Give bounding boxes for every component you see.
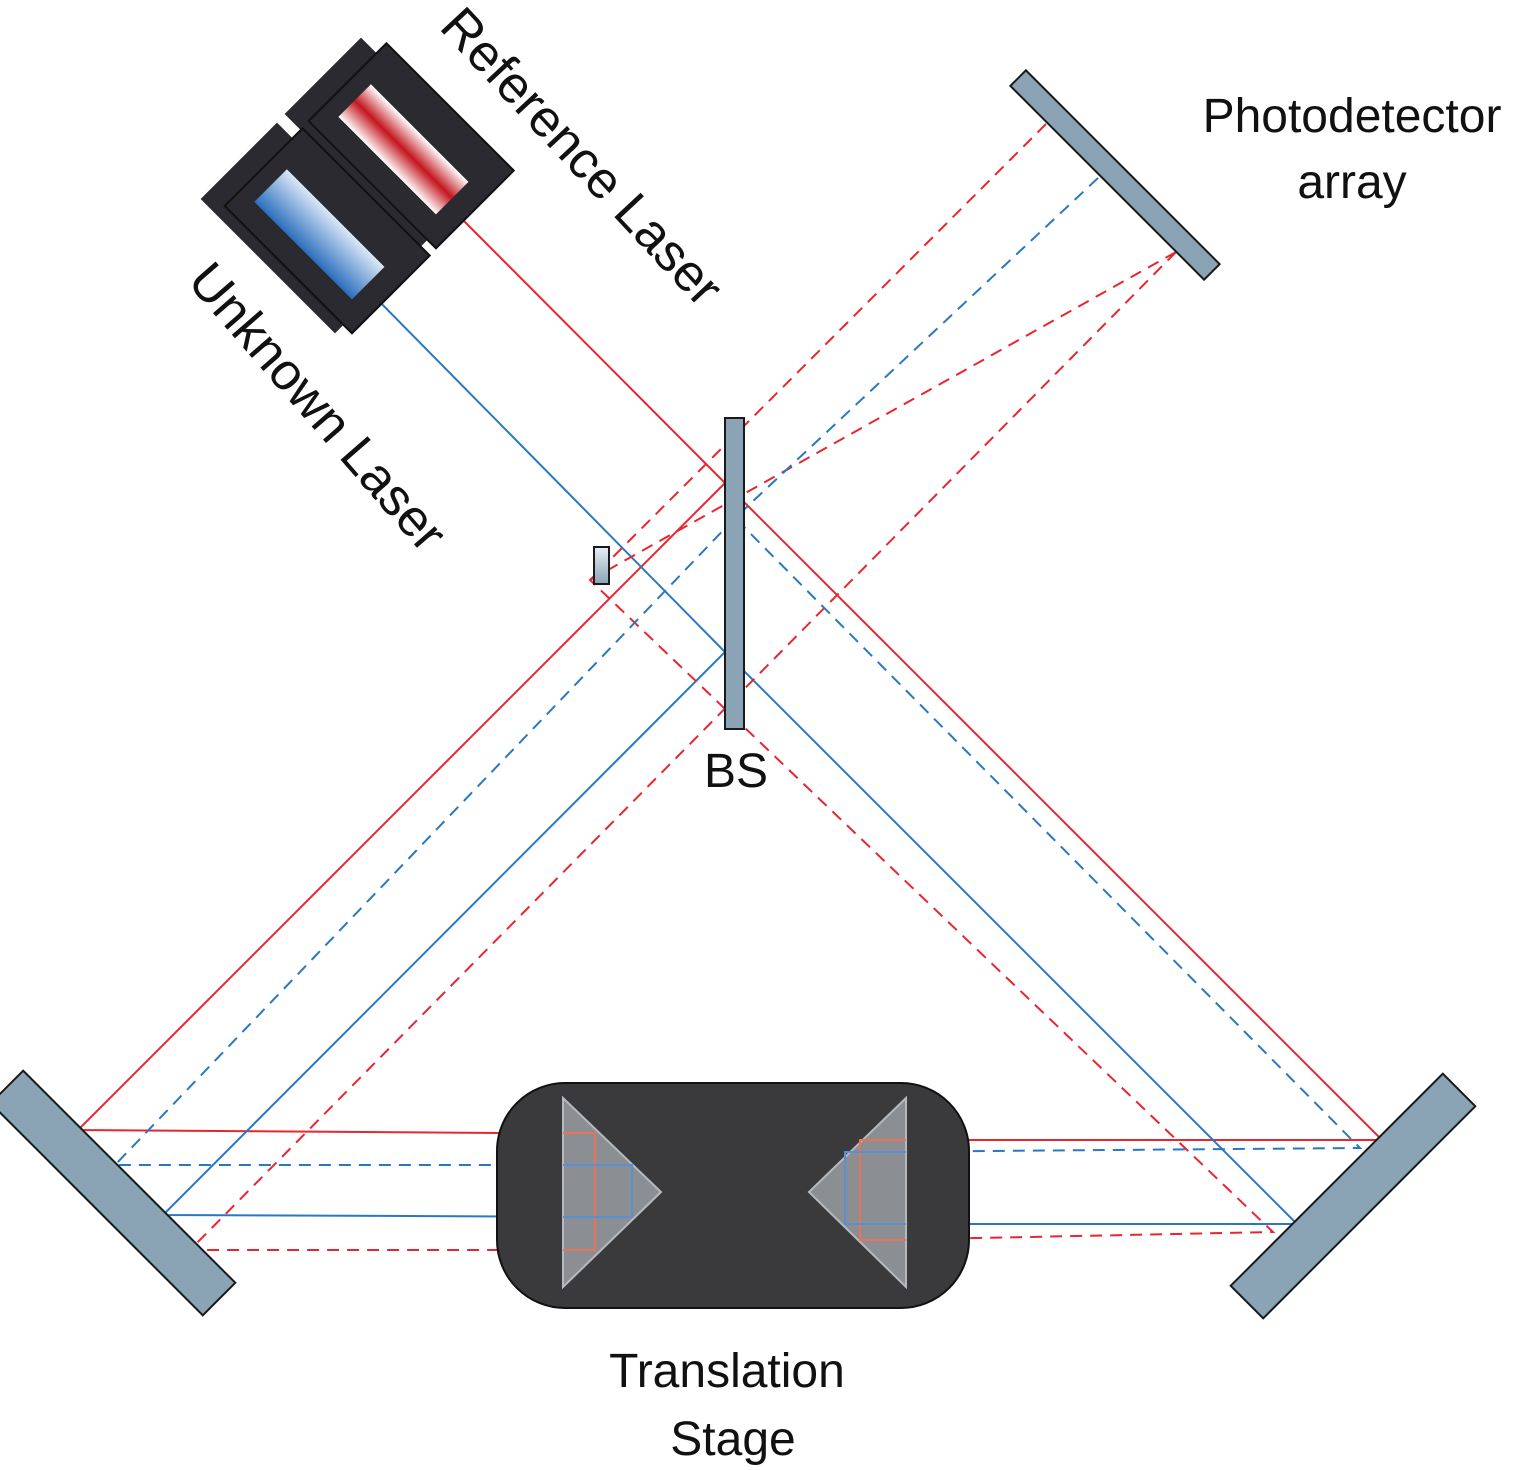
unknown-beam-dashed [112,177,1363,1166]
photodetector-array [1008,68,1222,282]
beam-splitter-label: BS [704,745,768,798]
mirror-bottom-left [0,1069,237,1317]
photodetector-label-line2: array [1297,156,1406,209]
beam-splitter [724,417,745,730]
mirror-bottom-right [1229,1072,1477,1320]
stage-label-line2: Stage [670,1413,795,1466]
photodetector-label-line1: Photodetector [1203,90,1502,143]
reference-laser [284,37,516,250]
unknown-laser [200,122,432,335]
translation-stage [496,1082,970,1309]
left-prism [562,1095,663,1290]
stage-label-line1: Translation [609,1345,845,1398]
compensator-plate [593,546,610,585]
